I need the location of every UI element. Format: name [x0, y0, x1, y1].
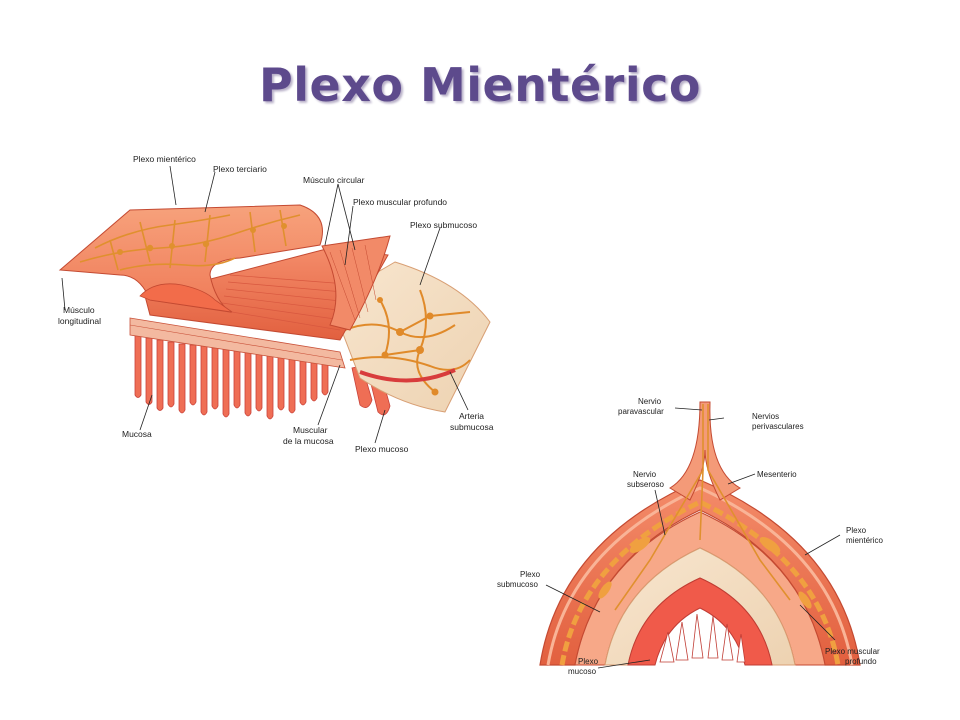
mesentery-stalk: [669, 401, 741, 501]
label-musculo-longitudinal-1: Músculo: [63, 305, 95, 315]
figure1-leader-lines: [61, 165, 469, 444]
label-plexo-mienterico-top: Plexo mientérico: [133, 154, 196, 164]
label-muscular-mucosa-1: Muscular: [293, 425, 328, 435]
figure2-leader-lines: [545, 407, 841, 669]
label-nervio-subseroso-1: Nervio: [633, 470, 657, 479]
label-plexo-terciario: Plexo terciario: [213, 164, 267, 174]
cross-villi: [659, 613, 746, 663]
label-plexo-submucoso-left-1: Plexo: [520, 570, 541, 579]
submucosal-artery: [359, 368, 456, 383]
circular-muscle-flap: [321, 235, 391, 331]
label-nervio-subseroso-2: subseroso: [627, 480, 664, 489]
label-plexo-mienterico-right-1: Plexo: [846, 526, 867, 535]
figure-cross-section: [539, 401, 861, 666]
label-plexo-submucoso: Plexo submucoso: [410, 220, 477, 230]
label-muscular-mucosa-2: de la mucosa: [283, 436, 334, 446]
longitudinal-muscle: [58, 204, 323, 313]
figure-wall-section: [58, 204, 491, 420]
label-plexo-mucoso: Plexo mucoso: [355, 444, 409, 454]
label-plexo-muscular-profundo: Plexo muscular profundo: [353, 197, 447, 207]
label-plexo-submucoso-left-2: submucoso: [497, 580, 538, 589]
figure1-labels: Plexo mientérico Plexo terciario Músculo…: [58, 154, 494, 454]
slide-title: Plexo Mientérico: [259, 58, 701, 112]
label-plexo-muscular-profundo-right-2: profundo: [845, 657, 877, 666]
label-mucosa: Mucosa: [122, 429, 152, 439]
mesentery-nerves: [614, 404, 791, 611]
label-plexo-mucoso-left-2: mucoso: [568, 667, 597, 676]
label-arteria-1: Arteria: [459, 411, 484, 421]
label-arteria-2: submucosa: [450, 422, 494, 432]
mucosa-villi: [134, 334, 391, 420]
label-plexo-mucoso-left-1: Plexo: [578, 657, 599, 666]
label-nervios-perivasculares-2: perivasculares: [752, 422, 804, 431]
label-nervio-paravascular-2: paravascular: [618, 407, 664, 416]
figure2-labels: Nervio paravascular Nervios perivascular…: [497, 397, 883, 676]
label-plexo-muscular-profundo-right-1: Plexo muscular: [825, 647, 880, 656]
cross-mucosa: [627, 577, 773, 666]
label-musculo-circular: Músculo circular: [303, 175, 365, 185]
label-musculo-longitudinal-2: longitudinal: [58, 316, 101, 326]
label-nervios-perivasculares-1: Nervios: [752, 412, 779, 421]
label-nervio-paravascular-1: Nervio: [638, 397, 662, 406]
label-mesenterio: Mesenterio: [757, 470, 797, 479]
label-plexo-mienterico-right-2: mientérico: [846, 536, 883, 545]
